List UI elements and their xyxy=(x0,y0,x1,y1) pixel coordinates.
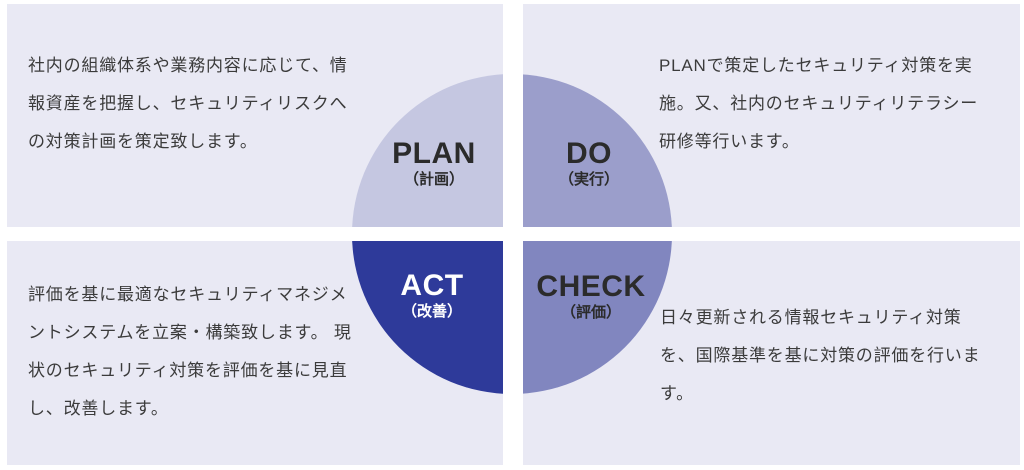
do-label: DO xyxy=(565,137,612,170)
do-description: PLANで策定したセキュリティ対策を実 施。又、社内のセキュリティリテラシー 研… xyxy=(659,56,979,151)
act-sublabel: （改善） xyxy=(401,303,462,320)
plan-label: PLAN xyxy=(392,137,476,170)
check-label: CHECK xyxy=(536,270,646,303)
plan-sublabel: （計画） xyxy=(403,171,465,188)
plan-label-group: PLAN （計画） xyxy=(392,137,476,190)
do-label-group: DO （実行） xyxy=(558,137,620,190)
do-sublabel: （実行） xyxy=(558,171,620,188)
check-sublabel: （評価） xyxy=(560,304,622,321)
act-label: ACT xyxy=(400,269,464,302)
horizontal-divider xyxy=(0,227,1024,241)
act-description: 評価を基に最適なセキュリティマネジメ ントシステムを立案・構築致します。 現 状… xyxy=(28,285,352,418)
check-description: 日々更新される情報セキュリティ対策 を、国際基準を基に対策の評価を行いま す。 xyxy=(660,308,981,403)
act-label-group: ACT （改善） xyxy=(400,269,464,322)
check-label-group: CHECK （評価） xyxy=(536,270,646,323)
plan-description: 社内の組織体系や業務内容に応じて、情 報資産を把握し、セキュリティリスクへ の対… xyxy=(28,56,348,151)
